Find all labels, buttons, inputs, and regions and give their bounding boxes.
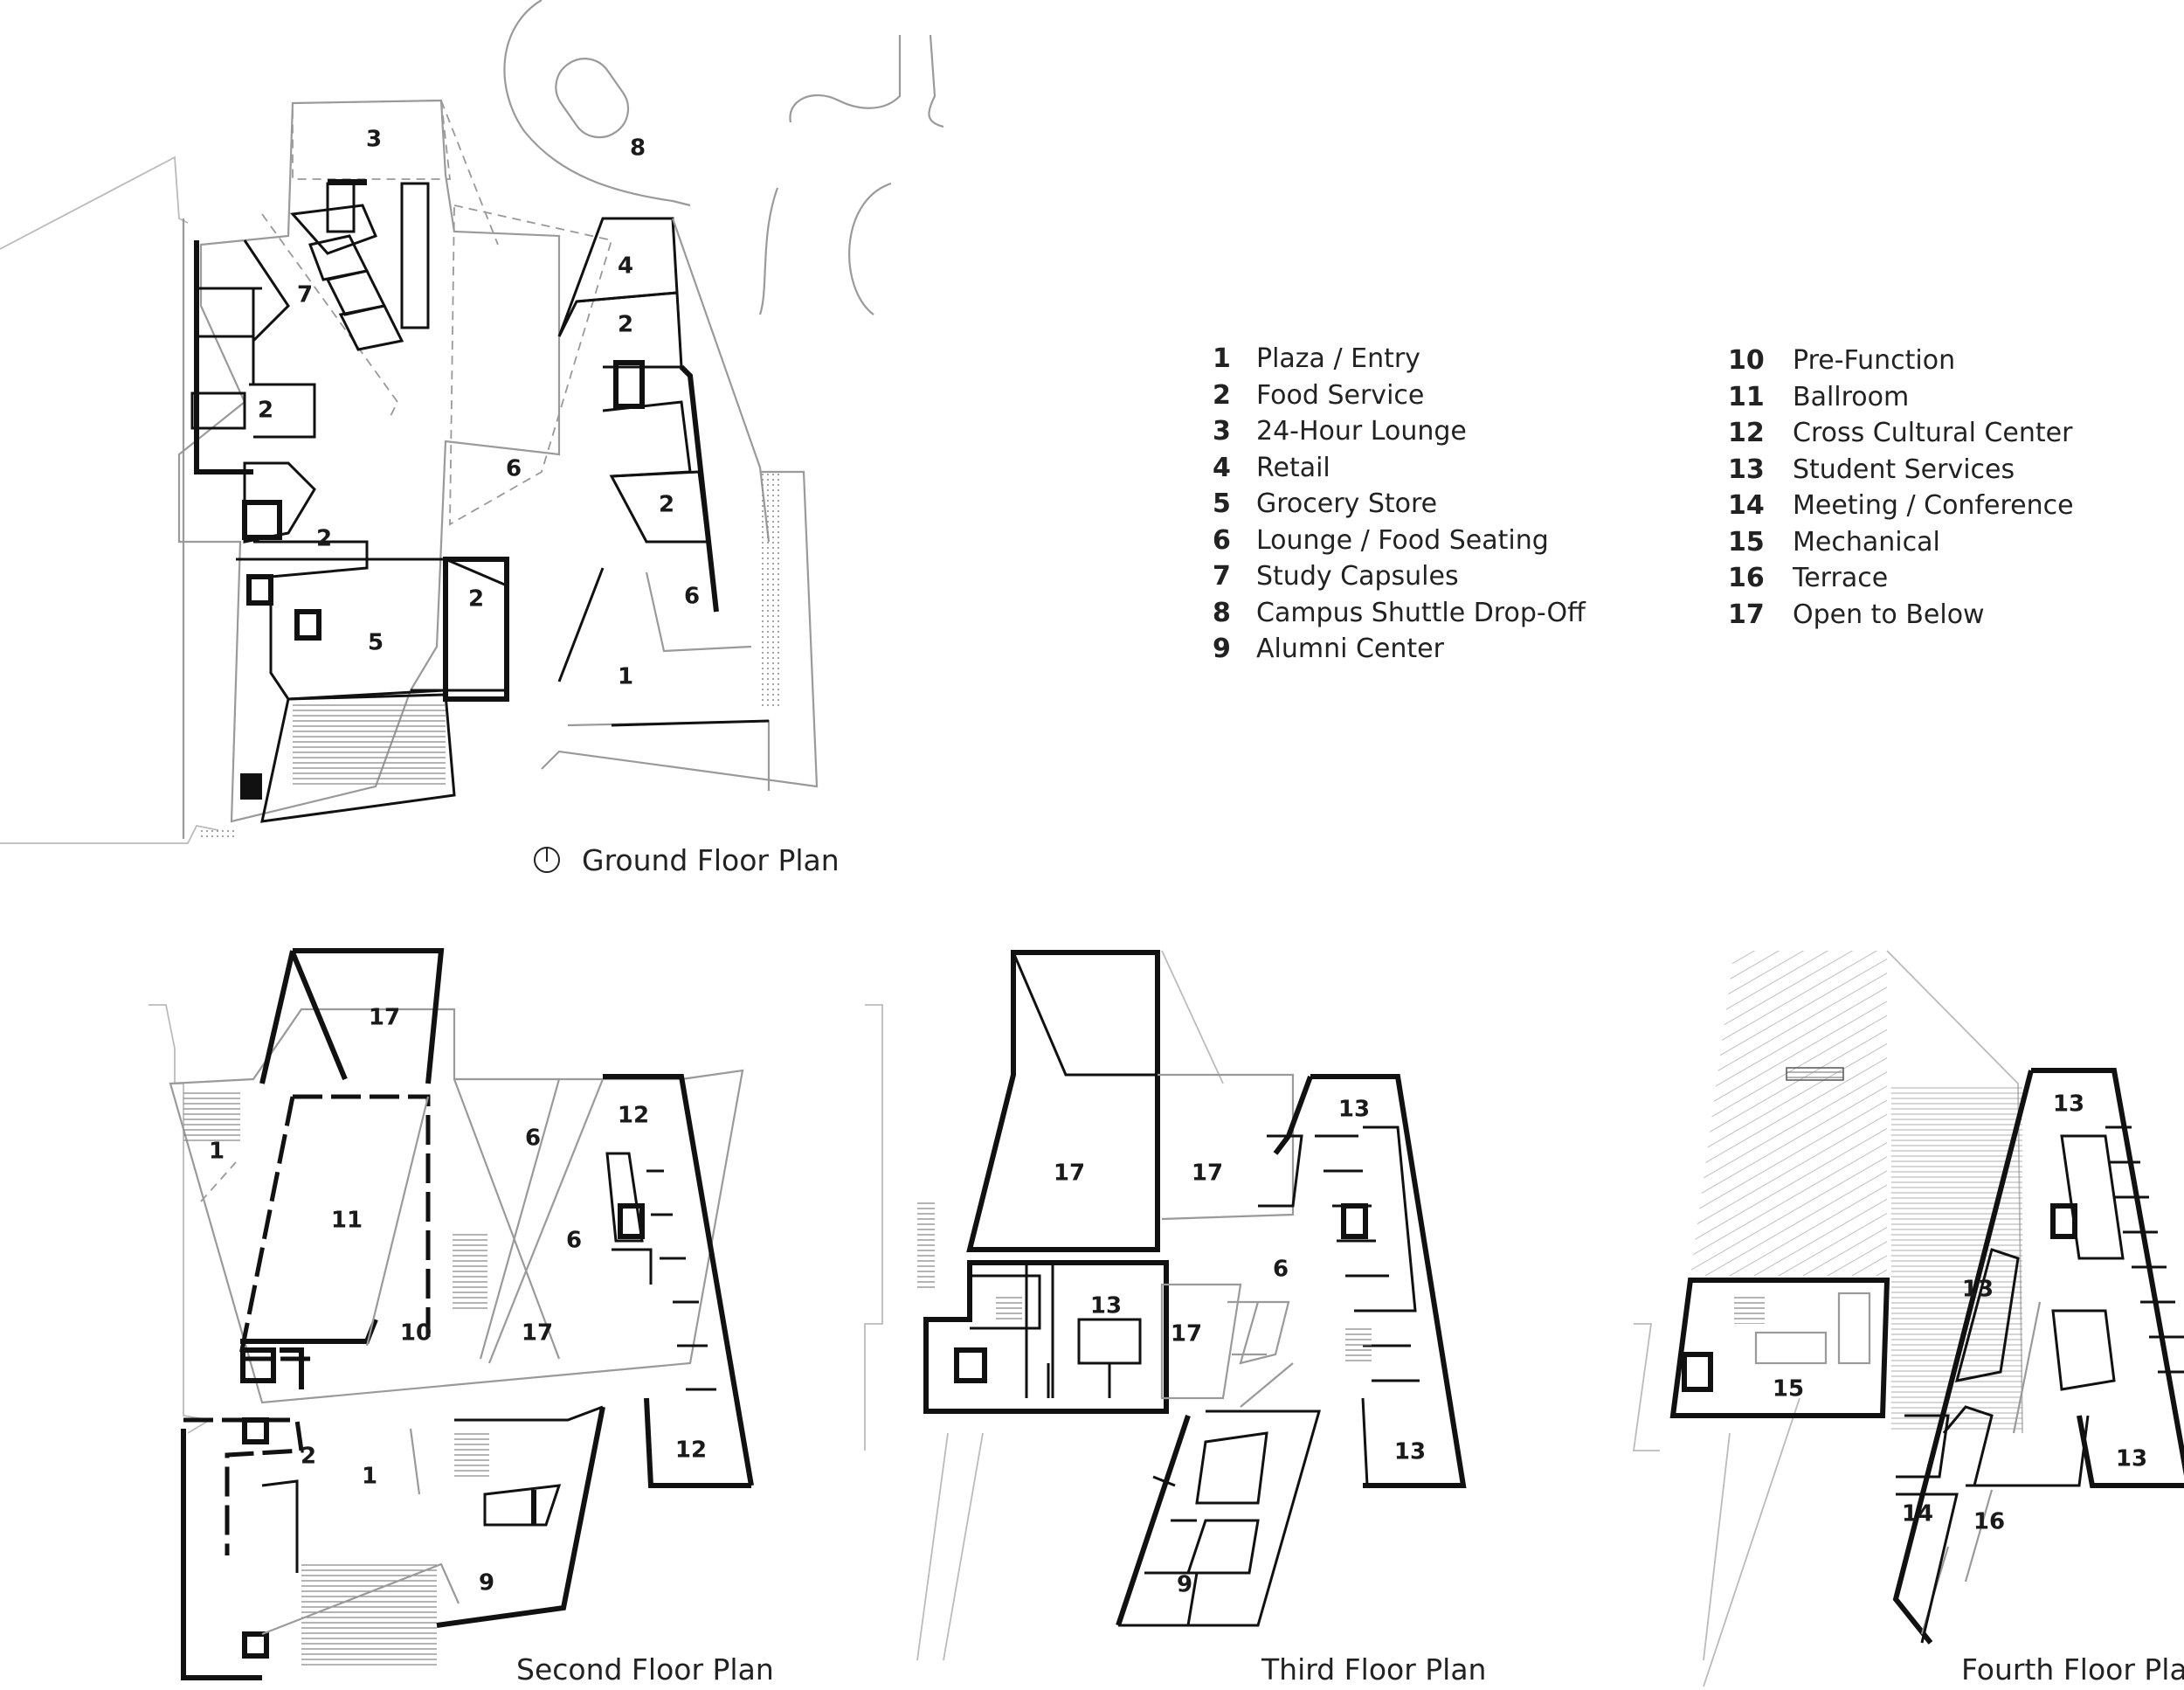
- room-label: 1: [362, 1464, 377, 1490]
- room-label: 2: [468, 586, 484, 613]
- room-label: 12: [618, 1103, 649, 1129]
- fourth-floor-plan: [1632, 950, 2184, 1687]
- room-label: 17: [1054, 1160, 1085, 1187]
- room-label: 17: [369, 1005, 400, 1031]
- ground-floor-title: Ground Floor Plan: [582, 843, 840, 877]
- room-label: 13: [2116, 1446, 2147, 1472]
- room-label: 13: [1338, 1097, 1370, 1123]
- second-floor-plan: [149, 948, 754, 1680]
- room-label: 5: [368, 630, 384, 656]
- third-floor-title: Third Floor Plan: [1261, 1652, 1486, 1687]
- room-label: 15: [1773, 1376, 1804, 1403]
- room-label: 13: [1394, 1439, 1426, 1465]
- room-label: 2: [301, 1444, 316, 1470]
- room-label: 17: [522, 1320, 553, 1347]
- room-label: 6: [684, 584, 700, 610]
- room-label: 1: [618, 664, 633, 690]
- room-label: 2: [618, 312, 633, 338]
- room-label: 1: [209, 1139, 225, 1165]
- room-label: 6: [506, 456, 522, 482]
- room-label: 6: [566, 1228, 582, 1254]
- room-label: 14: [1902, 1501, 1933, 1527]
- room-label: 17: [1192, 1160, 1223, 1187]
- room-label: 9: [479, 1570, 494, 1596]
- room-label: 16: [1973, 1509, 2005, 1535]
- room-label: 13: [2053, 1091, 2084, 1118]
- room-label: 12: [675, 1437, 707, 1464]
- room-label: 3: [366, 127, 382, 153]
- room-label: 6: [1273, 1257, 1289, 1283]
- north-arrow-icon: [534, 847, 560, 873]
- room-label: 6: [525, 1126, 541, 1152]
- room-label: 2: [659, 492, 674, 518]
- room-labels: 3 8 7 4 2 2 6 2 2 2 6 5 1 17 1 6 12 11 6…: [209, 127, 2147, 1598]
- room-label: 2: [258, 398, 273, 424]
- third-floor-plan: [864, 950, 1467, 1661]
- room-label: 7: [297, 282, 313, 308]
- room-label: 2: [316, 526, 332, 552]
- room-label: 17: [1171, 1321, 1202, 1347]
- room-label: 13: [1090, 1293, 1122, 1319]
- room-label: 9: [1177, 1572, 1192, 1598]
- ground-floor-plan: [0, 0, 944, 844]
- room-label: 4: [618, 253, 633, 280]
- second-floor-title: Second Floor Plan: [516, 1652, 774, 1687]
- room-label: 13: [1962, 1277, 1994, 1303]
- room-label: 10: [400, 1320, 432, 1347]
- room-label: 8: [630, 135, 646, 162]
- fourth-floor-title: Fourth Floor Plan: [1961, 1652, 2184, 1687]
- room-label: 11: [331, 1208, 363, 1234]
